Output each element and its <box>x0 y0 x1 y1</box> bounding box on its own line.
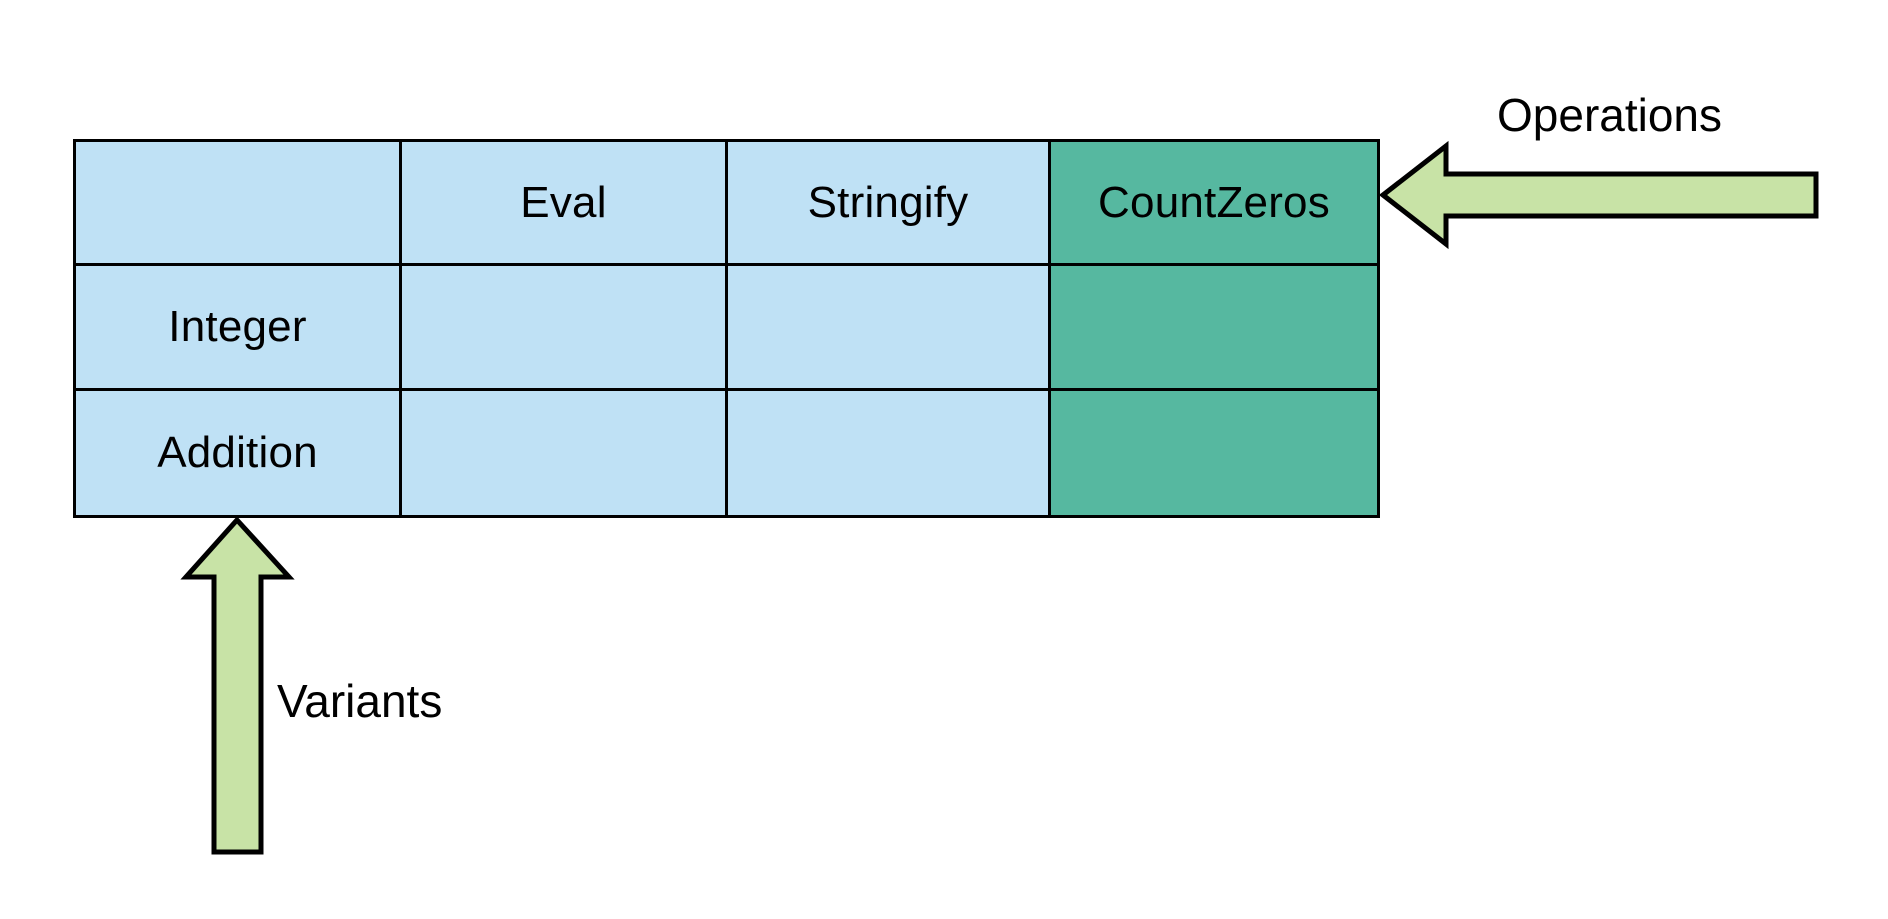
column-header-eval[interactable]: Eval <box>399 139 728 266</box>
cell-integer-stringify[interactable] <box>725 263 1051 391</box>
cell-addition-countzeros[interactable] <box>1048 388 1380 518</box>
cell-addition-stringify[interactable] <box>725 388 1051 518</box>
variants-arrow-label: Variants <box>277 675 443 727</box>
cell-integer-eval[interactable] <box>399 263 728 391</box>
variants-arrow-icon <box>180 516 295 855</box>
operations-arrow-icon <box>1380 140 1819 250</box>
row-header-addition[interactable]: Addition <box>73 388 402 518</box>
column-header-stringify[interactable]: Stringify <box>725 139 1051 266</box>
table-header-row: Eval Stringify CountZeros <box>73 139 1380 266</box>
cell-integer-countzeros[interactable] <box>1048 263 1380 391</box>
matrix-corner-cell <box>73 139 402 266</box>
arrow-left-shape <box>1380 140 1819 250</box>
operations-arrow-label: Operations <box>1497 89 1723 141</box>
table-row: Integer <box>73 263 1380 391</box>
arrow-up-shape <box>180 516 295 855</box>
cell-addition-eval[interactable] <box>399 388 728 518</box>
column-header-countzeros[interactable]: CountZeros <box>1048 139 1380 266</box>
table-row: Addition <box>73 388 1380 518</box>
expression-problem-matrix: Eval Stringify CountZeros Integer Additi… <box>73 139 1380 518</box>
row-header-integer[interactable]: Integer <box>73 263 402 391</box>
